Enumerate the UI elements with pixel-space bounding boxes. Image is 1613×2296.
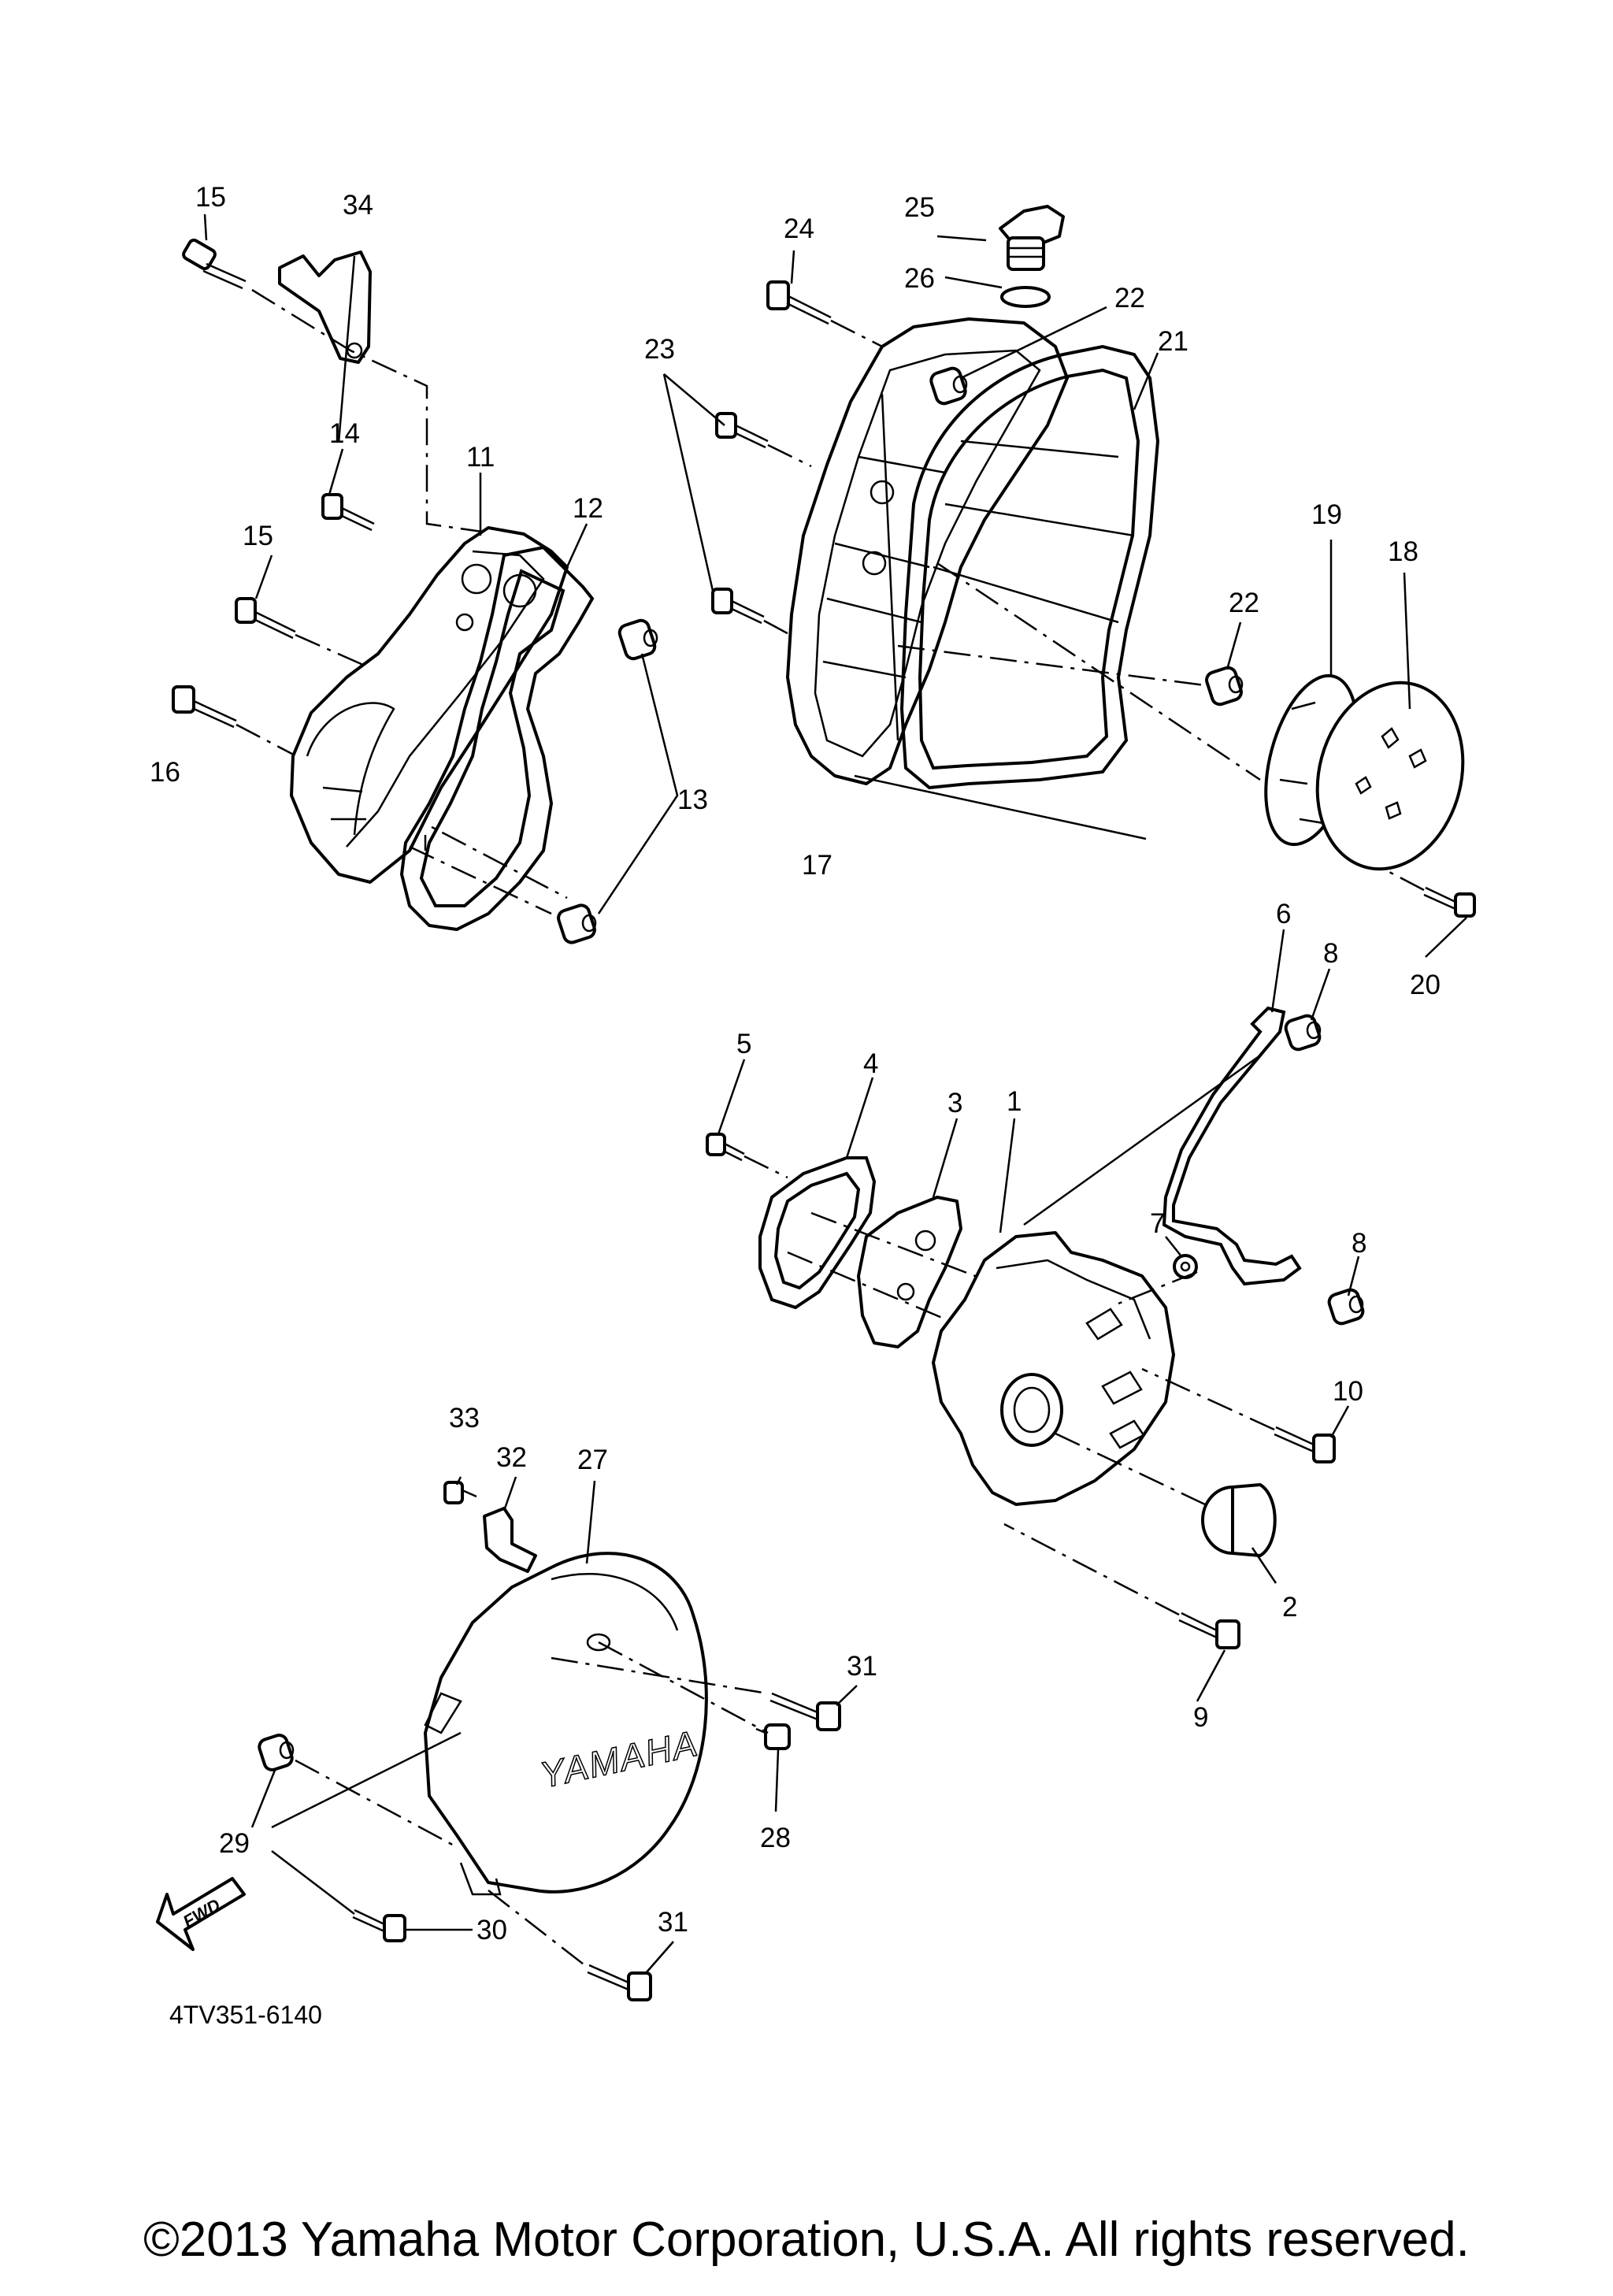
generator-cover-11 xyxy=(290,526,569,884)
label-17: 17 xyxy=(802,850,832,881)
label-16: 16 xyxy=(150,757,180,788)
crankcase-cover-assembly: YAMAHA xyxy=(156,1476,858,2001)
label-10: 10 xyxy=(1333,1376,1363,1407)
label-5: 5 xyxy=(736,1029,751,1059)
bracket-32 xyxy=(483,1507,537,1573)
label-20: 20 xyxy=(1410,970,1441,1000)
label-22b: 22 xyxy=(1229,588,1259,618)
copyright-notice: ©2013 Yamaha Motor Corporation, U.S.A. A… xyxy=(143,2213,1470,2267)
pipe-clamp-6 xyxy=(1162,1006,1302,1286)
gasket-12 xyxy=(399,545,595,932)
oil-pump-cover-assembly xyxy=(706,929,1365,1702)
label-28: 28 xyxy=(760,1823,791,1853)
label-34: 34 xyxy=(343,190,373,221)
plate-3 xyxy=(857,1196,962,1348)
label-33: 33 xyxy=(449,1403,480,1434)
bolt-15-top xyxy=(182,238,247,290)
bolt-31-lower xyxy=(587,1964,652,2001)
crankcase-cover-27 xyxy=(424,1552,708,1894)
label-13: 13 xyxy=(677,784,708,815)
pump-body-1 xyxy=(932,1231,1175,1506)
label-31b: 31 xyxy=(658,1907,688,1938)
label-6: 6 xyxy=(1276,899,1291,929)
label-19: 19 xyxy=(1311,499,1342,530)
label-21: 21 xyxy=(1158,326,1188,357)
label-27: 27 xyxy=(577,1445,608,1475)
fwd-arrow-icon: FWD xyxy=(156,1877,246,1951)
label-8a: 8 xyxy=(1323,938,1338,969)
label-9: 9 xyxy=(1193,1702,1208,1733)
part-number-labels: 1 2 3 4 5 6 7 8 8 9 10 11 12 13 14 15 15… xyxy=(150,182,1441,1945)
label-31a: 31 xyxy=(847,1651,877,1682)
dowel-29 xyxy=(258,1734,295,1771)
bolt-23-top xyxy=(715,412,769,449)
bolt-14 xyxy=(321,493,375,532)
dowel-13-top xyxy=(617,618,658,661)
dowel-22-right xyxy=(1205,666,1244,707)
label-7: 7 xyxy=(1150,1208,1165,1239)
gasket-21 xyxy=(899,344,1160,790)
label-14: 14 xyxy=(329,418,360,449)
label-11: 11 xyxy=(466,442,495,473)
dowel-8-top xyxy=(1284,1014,1322,1052)
plug-2 xyxy=(1201,1483,1277,1557)
label-15b: 15 xyxy=(243,521,273,551)
bolt-23-bottom xyxy=(711,588,765,625)
plate-18 xyxy=(1315,681,1465,871)
label-25: 25 xyxy=(904,192,935,223)
label-26: 26 xyxy=(904,263,935,294)
bracket-34 xyxy=(278,250,372,364)
clutch-cover-assembly xyxy=(203,205,1476,958)
bolt-15-middle xyxy=(235,597,296,640)
label-18: 18 xyxy=(1388,536,1418,567)
o-ring-26 xyxy=(1000,286,1051,308)
bolt-10 xyxy=(1274,1426,1336,1463)
diagram-code: 4TV351-6140 xyxy=(169,2001,322,2029)
dowel-22-top xyxy=(929,366,968,406)
gasket-4 xyxy=(758,1156,877,1310)
label-1: 1 xyxy=(1007,1086,1022,1117)
bolt-31-upper xyxy=(769,1692,841,1731)
oil-filler-cap-25 xyxy=(999,205,1065,271)
label-22a: 22 xyxy=(1114,283,1145,313)
label-24: 24 xyxy=(784,213,814,244)
dowel-13-bottom xyxy=(557,903,597,944)
washer-7 xyxy=(1173,1254,1198,1279)
label-3: 3 xyxy=(947,1088,962,1118)
label-23: 23 xyxy=(644,334,675,365)
generator-cover-assembly xyxy=(172,238,679,944)
label-29: 29 xyxy=(219,1828,250,1859)
label-32: 32 xyxy=(496,1442,527,1473)
label-8b: 8 xyxy=(1352,1228,1366,1259)
bolt-16 xyxy=(172,685,237,729)
screw-28 xyxy=(755,1723,791,1750)
bolt-5 xyxy=(706,1133,745,1162)
label-15a: 15 xyxy=(195,182,226,213)
label-4: 4 xyxy=(863,1048,878,1079)
label-30: 30 xyxy=(476,1915,507,1945)
label-12: 12 xyxy=(573,493,603,524)
bolt-30 xyxy=(352,1908,406,1942)
bolt-9 xyxy=(1178,1612,1240,1649)
bolt-33 xyxy=(443,1481,477,1504)
label-2: 2 xyxy=(1282,1592,1297,1623)
bolt-20 xyxy=(1423,886,1476,918)
bolt-24 xyxy=(766,280,832,325)
dowel-8-bottom xyxy=(1327,1288,1365,1326)
